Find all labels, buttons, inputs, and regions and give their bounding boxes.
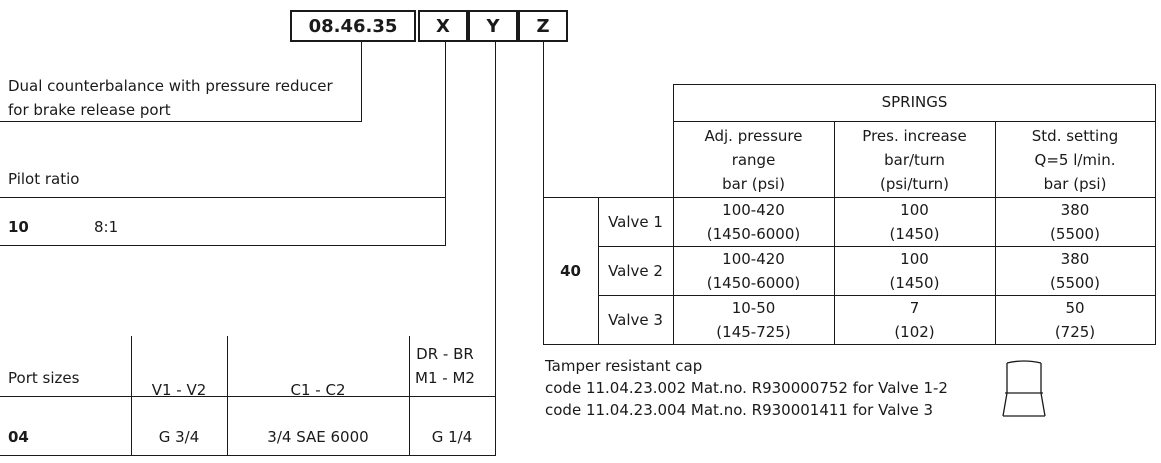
springs-left-line [673,84,674,345]
springs-row2-inc-psi: (1450) [889,273,940,292]
pilot-underline [0,245,446,246]
springs-row2-label: Valve 2 [608,261,663,280]
springs-row3-inc: 7 (102) [834,295,995,344]
description-line1: Dual counterbalance with pressure reduce… [8,77,333,95]
springs-header-std-3: bar (psi) [1043,175,1107,193]
port-divider [0,396,496,397]
port-col-line-2 [227,336,228,455]
springs-row-divider-2 [598,295,1156,296]
springs-row1-std-bar: 380 [1060,200,1090,219]
springs-header-inc-2: bar/turn [884,151,945,169]
springs-row2-inc: 100 (1450) [834,246,995,295]
code-x: X [418,10,468,42]
springs-header-std-2: Q=5 l/min. [1034,151,1116,169]
springs-code: 40 [560,262,581,280]
springs-row3-std-psi: (725) [1054,322,1096,341]
port-value-drbr: G 1/4 [431,428,473,446]
springs-row3-label: Valve 3 [608,310,663,329]
springs-header-adj-1: Adj. pressure [704,127,803,145]
tamper-title: Tamper resistant cap [545,357,703,375]
pilot-code: 10 [8,218,29,236]
springs-row2-adj: 100-420 (1450-6000) [673,246,834,295]
springs-top-line [673,84,1156,85]
springs-row1-adj-bar: 100-420 [722,200,785,219]
port-header-v1v2-text: V1 - V2 [151,381,207,399]
springs-title-divider [673,121,1156,122]
springs-header-inc-3: (psi/turn) [879,175,950,193]
leader-y [495,42,496,455]
springs-code-left-line [543,197,544,345]
port-label: Port sizes [8,369,80,387]
code-z: Z [518,10,568,42]
springs-row3-adj: 10-50 (145-725) [673,295,834,344]
springs-bottom-line [543,344,1156,345]
springs-header-adj: Adj. pressure range bar (psi) [673,124,834,196]
port-value-c1c2: 3/4 SAE 6000 [267,428,369,446]
springs-row1-inc-psi: (1450) [889,224,940,243]
springs-row1-std-psi: (5500) [1050,224,1100,243]
springs-row1-inc-bar: 100 [900,200,929,219]
description-underline [0,121,362,122]
port-value-v1v2: G 3/4 [158,428,200,446]
springs-header-inc: Pres. increase bar/turn (psi/turn) [834,124,995,196]
springs-header-adj-2: range [731,151,776,169]
springs-row3-adj-psi: (145-725) [716,322,791,341]
springs-row2-std-bar: 380 [1060,249,1090,268]
springs-header-inc-1: Pres. increase [862,127,967,145]
springs-code-right-line [598,197,599,345]
springs-row2-inc-bar: 100 [900,249,929,268]
leader-z [543,42,544,198]
port-col-line-3 [409,336,410,455]
port-header-dr-m: DR - BR M1 - M2 [409,342,481,390]
code-y: Y [468,10,518,42]
springs-title: SPRINGS [881,93,948,111]
port-code: 04 [8,428,29,446]
springs-col-line-2 [995,121,996,345]
port-header-c1c2: C1 - C2 [227,354,409,402]
port-header-drbr: DR - BR [416,345,474,363]
springs-col-line-1 [834,121,835,345]
cap-icon [1002,360,1046,417]
springs-row3-std-bar: 50 [1065,298,1085,317]
springs-header-std-1: Std. setting [1031,127,1119,145]
code-base: 08.46.35 [290,10,416,42]
springs-header-adj-3: bar (psi) [722,175,785,193]
pilot-value: 8:1 [94,218,119,236]
springs-right-line [1155,84,1156,345]
springs-row2-adj-psi: (1450-6000) [706,273,801,292]
leader-x [445,42,446,246]
description-line2: for brake release port [8,101,171,119]
springs-row1-std: 380 (5500) [995,197,1155,246]
springs-row-divider-1 [598,246,1156,247]
springs-row3-inc-psi: (102) [894,322,935,341]
port-underline [0,455,496,456]
port-header-m1m2: M1 - M2 [415,369,475,387]
springs-row3-inc-bar: 7 [909,298,920,317]
pilot-divider [0,197,446,198]
tamper-line1: code 11.04.23.002 Mat.no. R930000752 for… [545,379,948,397]
springs-row3-adj-bar: 10-50 [731,298,776,317]
springs-header-divider [543,197,1156,198]
springs-row1-label: Valve 1 [608,212,663,231]
springs-row2-std-psi: (5500) [1050,273,1100,292]
port-col-line-1 [131,336,132,455]
springs-row1-adj: 100-420 (1450-6000) [673,197,834,246]
springs-row2-adj-bar: 100-420 [722,249,785,268]
port-header-v1v2: V1 - V2 [131,354,227,402]
port-header-c1c2-text: C1 - C2 [290,381,346,399]
springs-row1-inc: 100 (1450) [834,197,995,246]
springs-header-std: Std. setting Q=5 l/min. bar (psi) [995,124,1155,196]
springs-row2-std: 380 (5500) [995,246,1155,295]
springs-row1-adj-psi: (1450-6000) [706,224,801,243]
leader-base [361,42,362,122]
tamper-line2: code 11.04.23.004 Mat.no. R930001411 for… [545,401,933,419]
pilot-label: Pilot ratio [8,170,80,188]
springs-row3-std: 50 (725) [995,295,1155,344]
